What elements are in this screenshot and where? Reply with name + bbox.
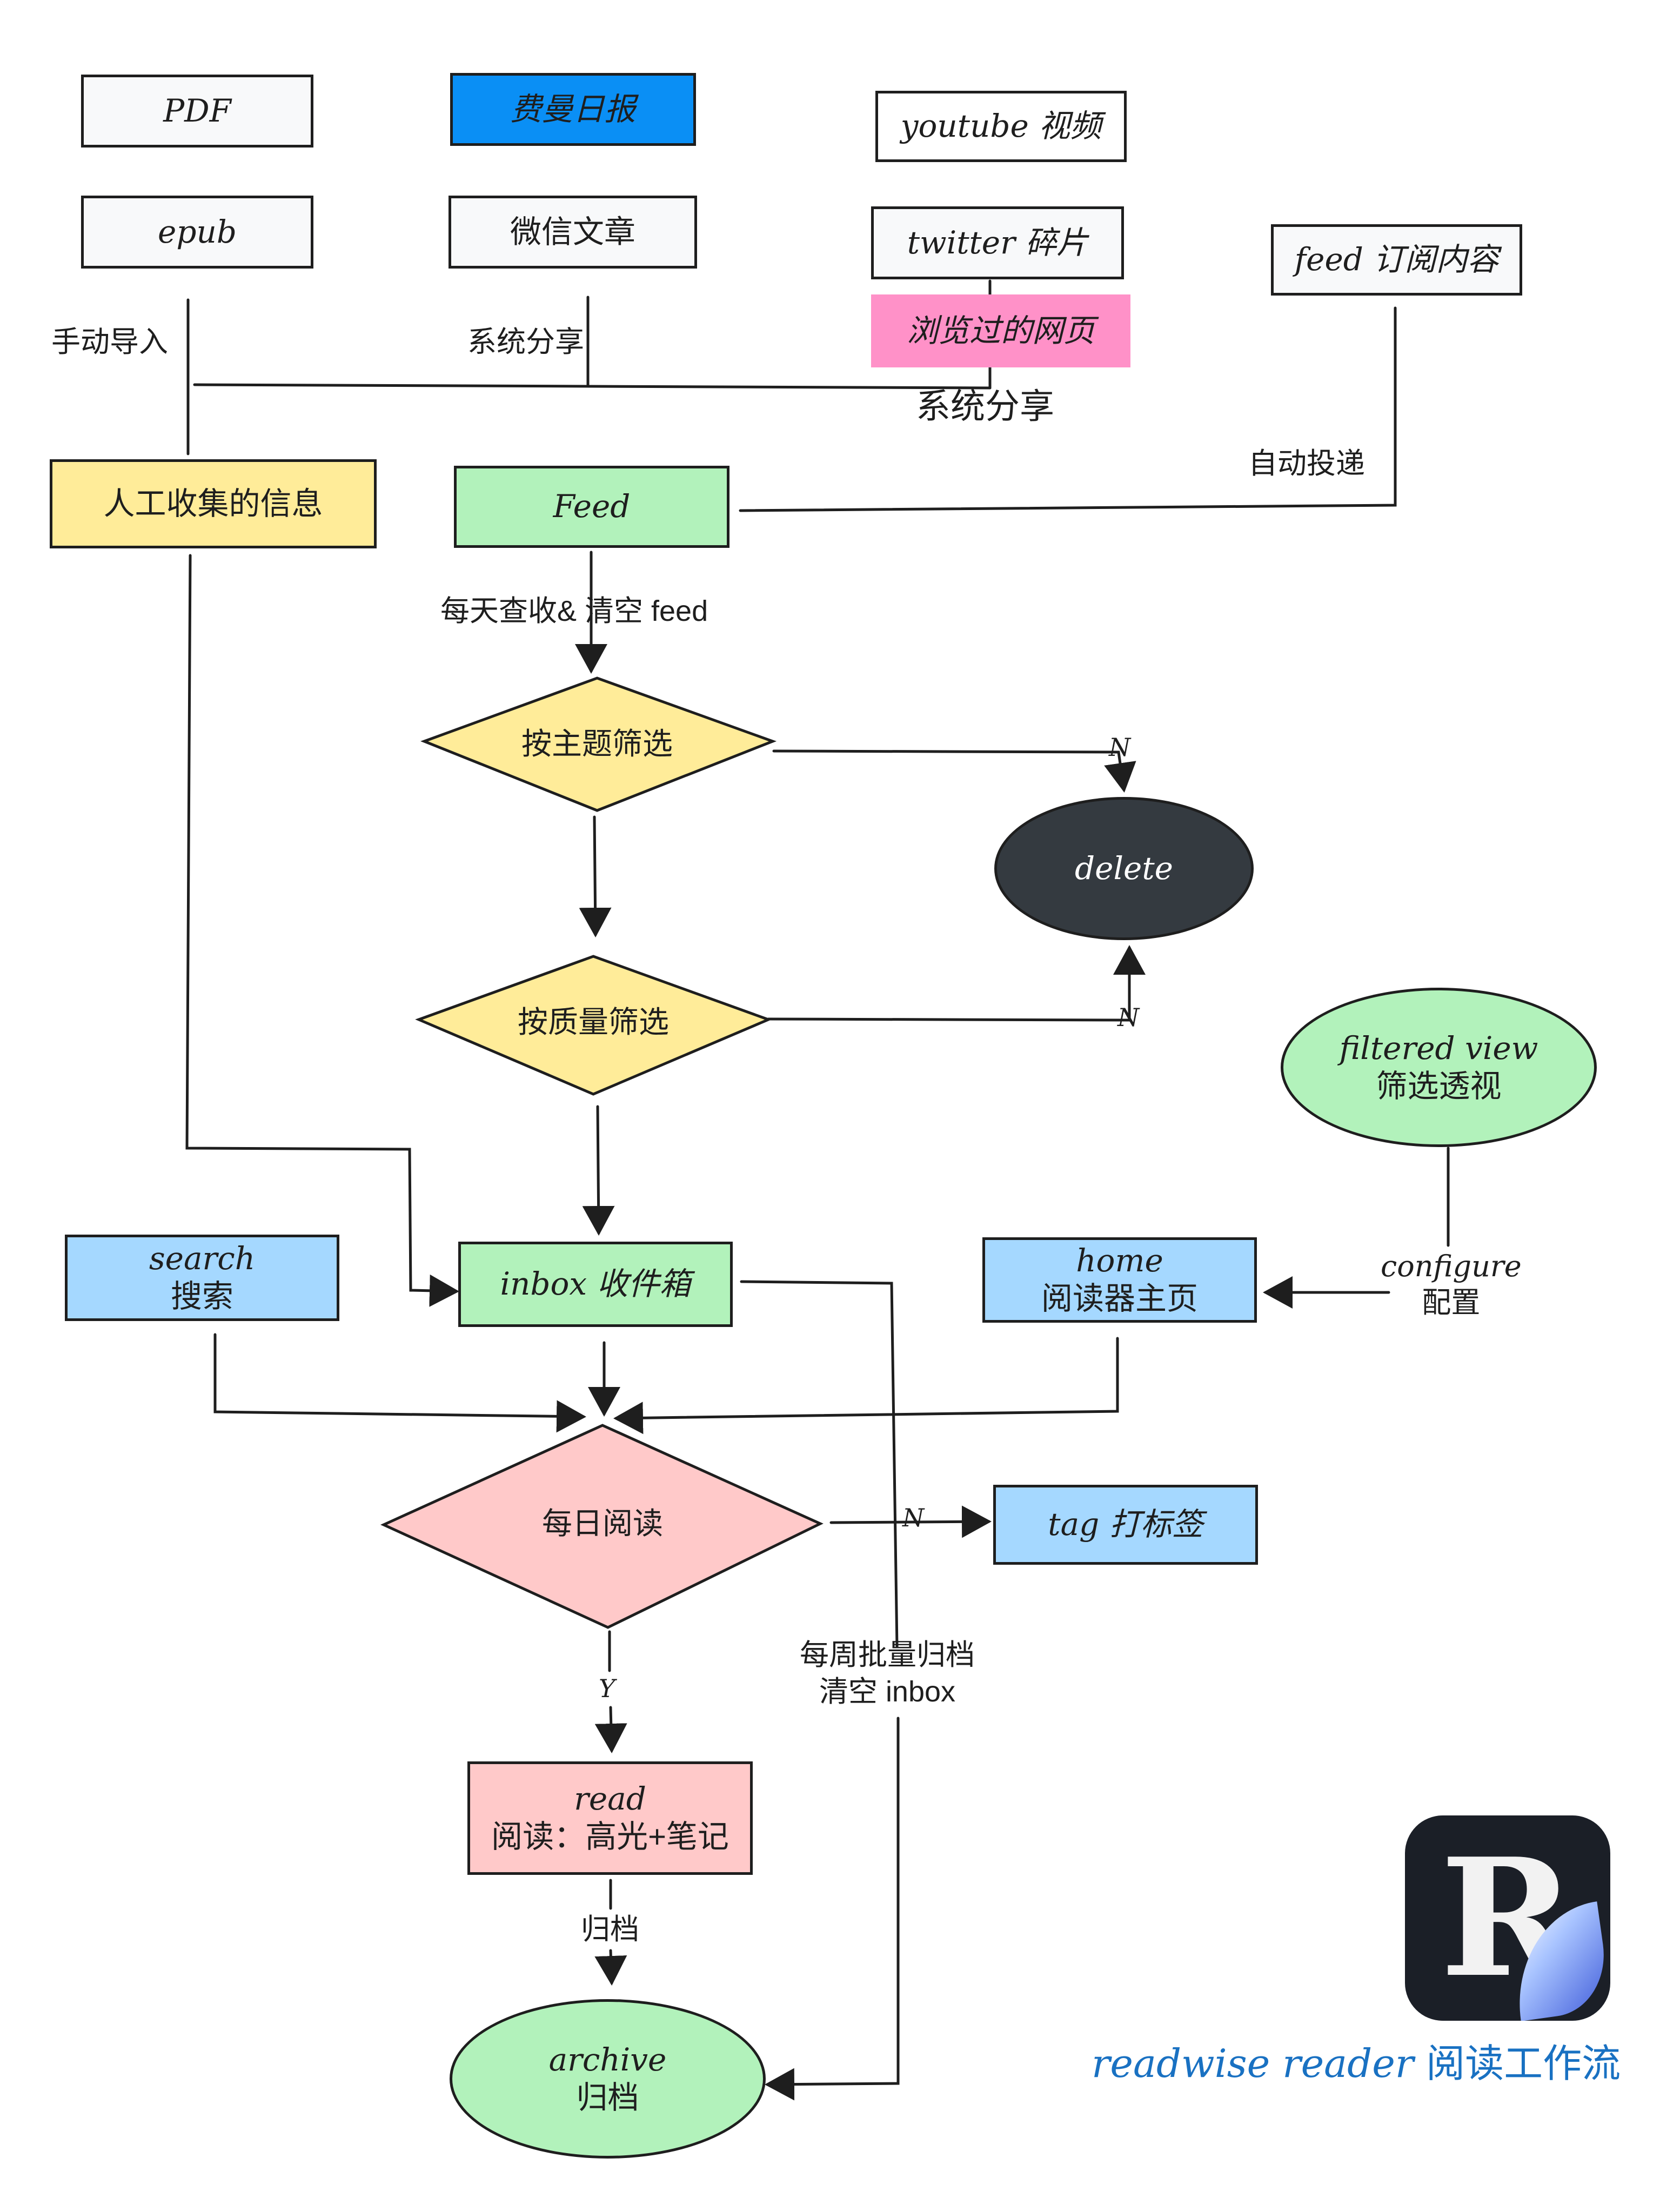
credit-zh: 阅读工作流	[1426, 2042, 1621, 2086]
archive-step-label: 归档	[581, 1913, 639, 1946]
weekly-archive-line2: 清空 inbox	[819, 1675, 956, 1708]
auto-deliver-label: 自动投递	[1248, 447, 1365, 480]
collection-bus-line	[193, 383, 992, 390]
topic-no-label: N	[1109, 733, 1131, 762]
source-feed-subscription: feed 订阅内容	[1271, 224, 1522, 296]
read-line2: 阅读：高光+笔记	[491, 1819, 729, 1854]
credit-caption: readwise reader 阅读工作流	[1092, 2032, 1621, 2088]
system-share-label-2: 系统分享	[916, 387, 1054, 426]
source-browsed-pages-label: 浏览过的网页	[906, 312, 1095, 349]
manual-to-inbox-arrow	[185, 554, 459, 1307]
source-pdf: PDF	[81, 75, 313, 148]
daily-reading-diamond	[380, 1424, 824, 1629]
source-feed-subscription-label: feed 订阅内容	[1294, 241, 1499, 278]
daily-reading-label: 每日阅读	[542, 1506, 663, 1540]
feed-node: Feed	[454, 466, 729, 548]
filtered-view-line2: 筛选透视	[1376, 1068, 1502, 1104]
weekly-archive-label: 每周批量归档 清空 inbox	[800, 1637, 975, 1710]
source-twitter-label: twitter 碎片	[907, 224, 1088, 261]
credit-en: readwise reader	[1092, 2041, 1414, 2086]
search-line2: 搜索	[170, 1279, 233, 1314]
archive-node: archive 归档	[450, 1999, 766, 2159]
home-line2: 阅读器主页	[1041, 1281, 1198, 1316]
quality-to-inbox-arrow	[582, 1105, 615, 1236]
filter-quality-label: 按质量筛选	[518, 1005, 669, 1039]
auto-deliver-line	[739, 306, 1397, 512]
configure-line1: configure	[1381, 1249, 1522, 1283]
daily-yes-label: Y	[599, 1674, 615, 1703]
daily-check-label: 每天查收& 清空 feed	[440, 595, 708, 627]
source-pdf-label: PDF	[163, 92, 231, 129]
daily-yes-arrow	[594, 1706, 627, 1753]
weekly-archive-line-top	[740, 1280, 899, 1648]
configure-label: configure 配置	[1381, 1248, 1522, 1321]
home-line1: home	[1076, 1242, 1163, 1279]
manual-info-node: 人工收集的信息	[50, 459, 377, 548]
weekly-archive-arrow	[765, 1717, 900, 2101]
readwise-reader-logo: R	[1405, 1815, 1610, 2021]
inbox-node: inbox 收件箱	[458, 1242, 733, 1327]
quality-filter-diamond	[415, 955, 772, 1096]
delete-label: delete	[1075, 849, 1173, 887]
feed-label: Feed	[553, 488, 631, 525]
source-wechat-label: 微信文章	[510, 214, 635, 250]
read-line1: read	[574, 1780, 646, 1818]
search-node: search 搜索	[65, 1235, 339, 1321]
archive-line2: 归档	[576, 2080, 639, 2115]
source-epub: epub	[81, 196, 313, 269]
source-twitter: twitter 碎片	[871, 206, 1124, 279]
manual-info-label: 人工收集的信息	[103, 486, 323, 521]
filtered-view-node: filtered view 筛选透视	[1281, 988, 1597, 1147]
source-feynman-daily-label: 费曼日报	[510, 90, 636, 128]
read-node: read 阅读：高光+笔记	[467, 1761, 753, 1875]
source-browsed-pages: 浏览过的网页	[871, 294, 1130, 367]
search-to-daily-arrow	[213, 1333, 586, 1433]
read-to-archive-arrow	[594, 1949, 627, 1986]
filtered-view-line1: filtered view	[1339, 1029, 1538, 1067]
topic-no-arrow	[772, 749, 1136, 793]
daily-no-arrow	[829, 1505, 992, 1538]
source-epub-label: epub	[158, 213, 237, 250]
quality-no-label: N	[1117, 1003, 1140, 1032]
home-to-daily-arrow	[613, 1337, 1119, 1435]
configure-line2: 配置	[1422, 1286, 1481, 1319]
topic-to-quality-arrow	[579, 815, 612, 937]
source-feynman-daily: 费曼日报	[450, 73, 696, 146]
source-wechat: 微信文章	[449, 196, 697, 269]
source-youtube-label: youtube 视频	[900, 108, 1102, 145]
inbox-label: inbox 收件箱	[500, 1265, 691, 1303]
source-youtube: youtube 视频	[875, 91, 1127, 162]
topic-filter-diamond	[420, 676, 777, 812]
quality-no-arrow	[767, 945, 1146, 1022]
tag-label: tag 打标签	[1048, 1506, 1203, 1543]
weekly-archive-line1: 每周批量归档	[800, 1639, 975, 1671]
delete-node: delete	[994, 797, 1254, 940]
filter-topic-label: 按主题筛选	[521, 727, 673, 761]
tag-node: tag 打标签	[993, 1485, 1258, 1565]
daily-no-label: N	[902, 1503, 925, 1532]
archive-line1: archive	[548, 2041, 667, 2078]
manual-import-label: 手动导入	[51, 326, 168, 358]
home-node: home 阅读器主页	[982, 1237, 1257, 1323]
system-share-label-1: 系统分享	[467, 326, 584, 358]
search-line1: search	[149, 1240, 256, 1277]
